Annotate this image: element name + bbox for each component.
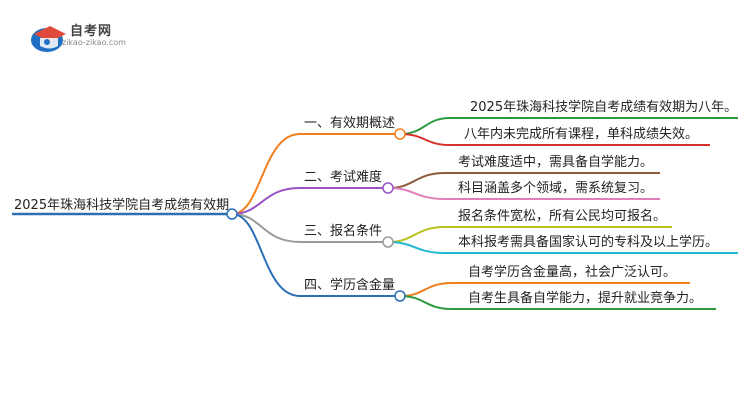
leaf-connector-3-2 <box>387 241 738 254</box>
branch-node-circle-3 <box>382 236 394 248</box>
leaf-label-3-2[interactable]: 本科报考需具备国家认可的专科及以上学历。 <box>458 235 719 250</box>
leaf-connector-4-2 <box>399 295 716 310</box>
leaf-label-1-1[interactable]: 2025年珠海科技学院自考成绩有效期为八年。 <box>470 100 738 115</box>
branch-connector-4 <box>231 213 400 297</box>
branch-node-circle-2 <box>382 182 394 194</box>
branch-connector-2 <box>231 187 388 215</box>
branch-node-circle-1 <box>394 128 406 140</box>
logo-title: 自考网 <box>70 24 113 39</box>
branch-label-overview[interactable]: 一、有效期概述 <box>304 116 396 131</box>
branch-connector-1 <box>231 133 400 215</box>
branch-connector-3 <box>231 213 388 243</box>
leaf-label-2-1[interactable]: 考试难度适中，需具备自学能力。 <box>458 155 654 170</box>
leaf-connector-2-2 <box>387 187 660 200</box>
branch-label-value[interactable]: 四、学历含金量 <box>304 278 396 293</box>
branch-label-difficulty[interactable]: 二、考试难度 <box>304 170 383 185</box>
leaf-label-2-2[interactable]: 科目涵盖多个领域，需系统复习。 <box>458 181 654 196</box>
root-node-label[interactable]: 2025年珠海科技学院自考成绩有效期 <box>14 198 230 213</box>
logo-url: zikao-zikao.com <box>62 38 126 47</box>
root-node-circle <box>226 208 238 220</box>
leaf-label-4-1[interactable]: 自考学历含金量高，社会广泛认可。 <box>468 265 677 280</box>
branch-label-requirements[interactable]: 三、报名条件 <box>304 224 383 239</box>
logo-mortarboard-icon <box>31 26 66 52</box>
leaf-label-4-2[interactable]: 自考生具备自学能力，提升就业竞争力。 <box>468 291 703 306</box>
branch-node-circle-4 <box>394 290 406 302</box>
leaf-label-1-2[interactable]: 八年内未完成所有课程，单科成绩失效。 <box>464 127 699 142</box>
leaf-connector-1-2 <box>399 133 710 146</box>
leaf-label-3-1[interactable]: 报名条件宽松，所有公民均可报名。 <box>458 209 667 224</box>
site-logo[interactable] <box>28 18 168 58</box>
